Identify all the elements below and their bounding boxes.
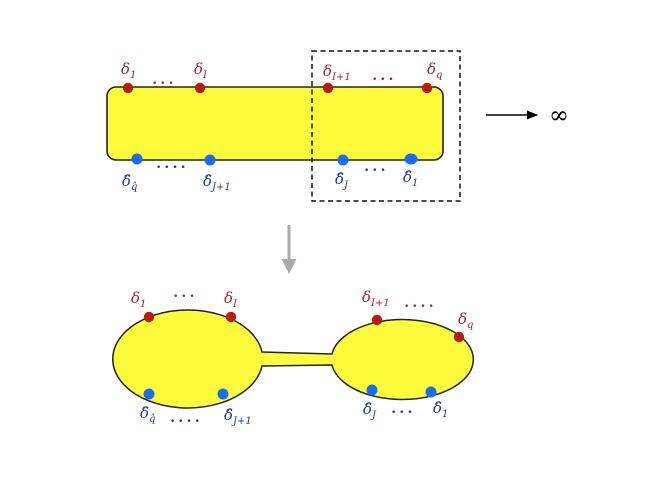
bottom-red-marker-I+1: [371, 314, 383, 326]
top-blue-marker-J+1: [204, 154, 216, 166]
bottom-blue-marker-J+1: [217, 388, 229, 400]
top-blue-marker-qhat: [131, 153, 143, 165]
bottom-label-deltahat-J: δ̂J: [363, 400, 377, 421]
bottom-red-dots-left: • • •: [173, 292, 195, 302]
top-label-delta-1: δ1: [121, 60, 136, 81]
bottom-label-delta-1: δ1: [131, 289, 146, 310]
top-label-deltahat-J+1: δ̂J+1: [203, 172, 231, 193]
bottom-label-delta-q: δq: [458, 310, 473, 331]
bottom-red-marker-q: [453, 331, 465, 343]
bottom-label-deltahat-qhat: δ̂q̂: [140, 404, 155, 425]
bottom-surface: [112, 309, 474, 409]
top-blue-dots-left: • • • •: [156, 163, 186, 173]
bottom-red-marker-I: [225, 311, 237, 323]
bottom-label-delta-I: δI: [224, 289, 238, 310]
top-red-marker-1: [122, 82, 134, 94]
top-label-deltahat-1: δ̂1: [403, 168, 418, 189]
top-label-deltahat-J: δ̂J: [335, 170, 349, 191]
bottom-label-deltahat-J+1: δ̂J+1: [224, 406, 252, 427]
top-red-marker-I: [194, 82, 206, 94]
bottom-blue-marker-qhat: [143, 388, 155, 400]
bottom-blue-marker-1: [425, 386, 437, 398]
dashed-selection-box: [311, 50, 461, 202]
top-strip: [106, 86, 444, 161]
top-blue-dots-right: • • •: [364, 166, 386, 176]
top-label-delta-I+1: δI+1: [323, 62, 351, 83]
top-label-deltahat-qhat: δ̂q̂: [122, 172, 137, 193]
top-label-delta-q: δq: [427, 60, 442, 81]
bottom-blue-dots-right: • • •: [391, 408, 413, 418]
bottom-red-dots-right: • • • •: [404, 302, 434, 312]
bottom-blue-marker-J: [366, 384, 378, 396]
bottom-label-deltahat-1: δ̂1: [433, 399, 448, 420]
top-red-marker-q: [421, 82, 433, 94]
top-red-marker-I+1: [322, 82, 334, 94]
top-red-dots-right: • • •: [372, 75, 394, 85]
top-blue-marker-J: [337, 154, 349, 166]
bottom-label-delta-I+1: δI+1: [362, 288, 390, 309]
top-label-delta-I: δI: [194, 60, 208, 81]
top-red-dots-left: • • •: [152, 79, 174, 89]
top-blue-marker-1: [404, 153, 418, 165]
infinity-symbol: ∞: [549, 101, 569, 129]
bottom-red-marker-1: [143, 311, 155, 323]
bottom-blue-dots-left: • • • •: [170, 417, 200, 427]
